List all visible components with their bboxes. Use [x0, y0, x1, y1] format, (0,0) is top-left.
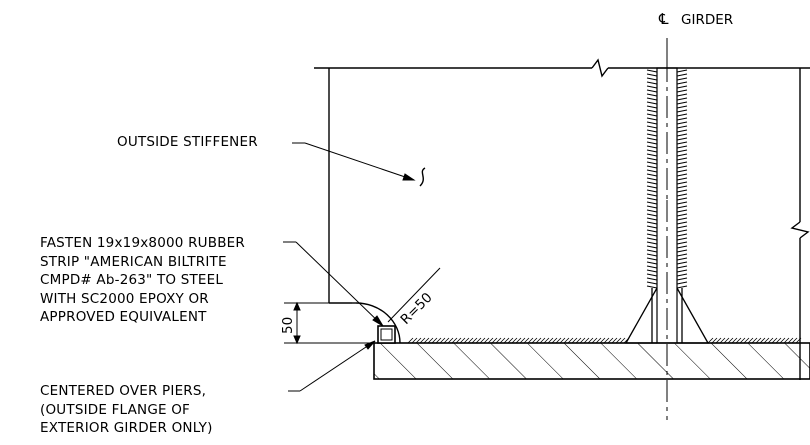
height-dimension: [284, 301, 374, 345]
rubber-strip-note-line: CMPD# Ab-263" TO STEEL: [40, 272, 224, 288]
rubber-strip-note-line: APPROVED EQUIVALENT: [40, 309, 207, 325]
stiffener-leader: [292, 142, 416, 181]
girder-flange: [373, 342, 810, 380]
rubber-strip: [377, 325, 396, 344]
height-label: 50: [280, 317, 296, 334]
rubber-strip-note-line: WITH SC2000 EPOXY OR: [40, 290, 209, 307]
outside-stiffener-outline: [328, 68, 401, 344]
centerline-label: GIRDER: [681, 12, 733, 28]
pier-note-line: CENTERED OVER PIERS,: [40, 383, 207, 399]
pier-leader: [288, 340, 376, 392]
rubber-strip-note: FASTEN 19x19x8000 RUBBER STRIP "AMERICAN…: [40, 234, 245, 327]
girder-web: [646, 67, 688, 344]
radius-label: R=50: [398, 290, 436, 328]
rubber-strip-note-line: FASTEN 19x19x8000 RUBBER: [40, 235, 245, 251]
top-break-line: [314, 58, 810, 78]
pier-note-line: (OUTSIDE FLANGE OF: [40, 401, 190, 418]
pier-note: CENTERED OVER PIERS, (OUTSIDE FLANGE OF …: [40, 382, 213, 438]
right-web-break: [790, 68, 810, 380]
pier-note-line: EXTERIOR GIRDER ONLY): [40, 420, 213, 436]
radius-dimension: [387, 267, 441, 323]
rubber-strip-leader: [283, 241, 384, 327]
flange-weld-hatch: [407, 337, 802, 344]
stiffener-break-symbol: [419, 167, 426, 187]
stiffener-note: OUTSIDE STIFFENER: [117, 134, 258, 150]
centerline-symbol: ℄: [658, 10, 669, 28]
rubber-strip-note-line: STRIP "AMERICAN BILTRITE: [40, 253, 227, 270]
